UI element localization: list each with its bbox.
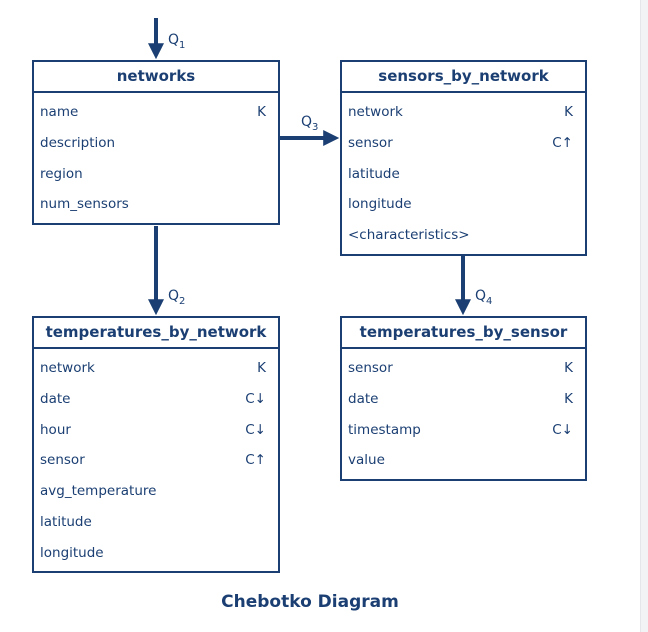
column-key [573, 445, 579, 476]
table-column-row: num_sensors [34, 189, 278, 220]
column-name: date [348, 390, 379, 407]
table-networks: networks name K description region num_se… [32, 60, 280, 225]
query-label-q3: Q3 [301, 114, 319, 133]
diagram-caption: Chebotko Diagram [221, 592, 399, 612]
column-name: longitude [348, 196, 412, 213]
column-key: K [564, 390, 573, 407]
table-column-row: description [34, 128, 278, 159]
table-column-row: date C↓ [34, 384, 278, 415]
column-key [573, 159, 579, 190]
table-column-row: latitude [34, 507, 278, 538]
query-label-q4: Q4 [475, 288, 493, 307]
table-column-row: region [34, 159, 278, 190]
column-key [266, 159, 272, 190]
table-column-row: network K [34, 353, 278, 384]
table-column-row: network K [342, 97, 585, 128]
column-key: K [564, 104, 573, 120]
column-name: network [348, 104, 403, 120]
column-name: sensor [348, 360, 393, 376]
column-key [573, 189, 579, 220]
table-column-row: longitude [34, 538, 278, 569]
table-title: networks [34, 62, 278, 93]
table-column-row: <characteristics> [342, 220, 585, 251]
column-name: avg_temperature [40, 483, 157, 500]
column-key: C↓ [552, 421, 573, 438]
column-key [573, 220, 579, 251]
table-column-row: longitude [342, 189, 585, 220]
column-name: date [40, 390, 71, 407]
table-column-row: sensor C↑ [34, 445, 278, 476]
column-key: C↑ [552, 134, 573, 151]
column-key: C↑ [245, 452, 266, 469]
table-column-row: name K [34, 97, 278, 128]
column-name: longitude [40, 544, 104, 561]
column-key [266, 128, 272, 159]
query-label-q2: Q2 [168, 288, 186, 307]
column-name: hour [40, 421, 71, 438]
query-label-q1: Q1 [168, 32, 186, 51]
column-name: sensor [348, 134, 393, 151]
column-key [266, 189, 272, 220]
column-name: region [40, 165, 83, 182]
column-name: num_sensors [40, 196, 129, 213]
column-key: C↓ [245, 390, 266, 407]
table-column-row: timestamp C↓ [342, 415, 585, 446]
column-key: K [564, 360, 573, 376]
column-name: value [348, 452, 385, 469]
column-key [266, 507, 272, 538]
column-name: <characteristics> [348, 227, 470, 244]
column-name: latitude [40, 513, 92, 530]
scrollbar-track [640, 0, 648, 632]
table-column-row: hour C↓ [34, 415, 278, 446]
table-title: sensors_by_network [342, 62, 585, 93]
table-column-row: date K [342, 384, 585, 415]
column-key: K [257, 360, 266, 376]
column-key [266, 476, 272, 507]
table-column-row: latitude [342, 159, 585, 190]
column-key: K [257, 104, 266, 120]
column-name: name [40, 104, 79, 120]
column-key [266, 538, 272, 569]
table-title: temperatures_by_network [34, 318, 278, 349]
table-title: temperatures_by_sensor [342, 318, 585, 349]
table-column-row: sensor K [342, 353, 585, 384]
column-name: latitude [348, 165, 400, 182]
table-column-row: sensor C↑ [342, 128, 585, 159]
table-sensors-by-network: sensors_by_network network K sensor C↑ lat… [340, 60, 587, 256]
table-column-row: value [342, 445, 585, 476]
column-name: network [40, 360, 95, 376]
table-column-row: avg_temperature [34, 476, 278, 507]
column-key: C↓ [245, 421, 266, 438]
column-name: sensor [40, 452, 85, 469]
column-name: description [40, 134, 116, 151]
column-name: timestamp [348, 421, 421, 438]
